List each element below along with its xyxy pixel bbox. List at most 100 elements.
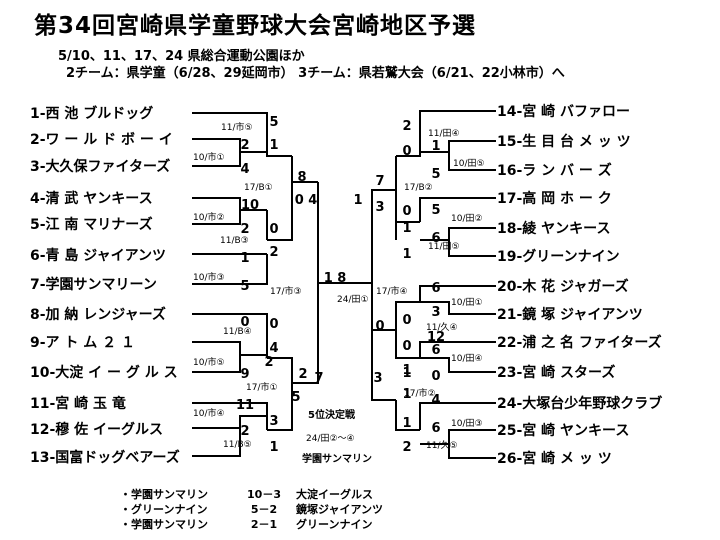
score-value: 2: [269, 245, 278, 260]
score-value: 1: [269, 440, 278, 455]
score-value: 0: [431, 369, 440, 384]
team-name: 5-江 南 マリナーズ: [30, 216, 153, 233]
score-value: 6: [431, 231, 440, 246]
bracket-line: [192, 355, 241, 373]
score-value: 0: [402, 204, 411, 219]
score-value: 11: [236, 398, 254, 413]
match-notes: 11/市⑤10/市①17/B①10/市②11/B③10/市③17/市③11/B④…: [193, 121, 485, 451]
bracket-line: [420, 227, 496, 241]
score-value: 6: [431, 343, 440, 358]
fifth-place-team: 学園サンマリン: [302, 452, 372, 465]
team-name: 13-国富ドッグベアーズ: [30, 449, 180, 466]
score-value: 0: [402, 313, 411, 328]
match-note: 10/田④: [451, 353, 483, 364]
advance-line: 2チーム：県学童（6/28、29延岡市） 3チーム：県若鷲大会（6/21、22小…: [66, 66, 565, 81]
match-note: 11/久④: [426, 321, 458, 333]
bracket-line: [192, 313, 268, 358]
team-name: 10-大淀 イ ー グ ル ス: [30, 364, 178, 381]
score-value: 2: [402, 119, 411, 134]
score-value: 1: [402, 363, 411, 378]
match-note: 10/市④: [193, 407, 225, 419]
bracket-line: [192, 254, 268, 285]
bracket-line: [192, 341, 267, 356]
score-value: 10: [241, 198, 259, 213]
score-value: 3: [431, 305, 440, 320]
team-name: 19-グリーンナイン: [497, 248, 620, 265]
team-name: 23-宮 崎 スターズ: [497, 364, 615, 381]
score-value: 5: [431, 167, 440, 182]
match-note: 10/田①: [451, 297, 483, 308]
score-value: 1: [269, 138, 278, 153]
fifth-place-date: 24/田②～④: [306, 433, 355, 444]
team-name: 1-西 池 ブルドッグ: [30, 105, 153, 122]
team-name: 2-ワ ー ル ド ボ ー イ: [30, 132, 173, 148]
match-note: 11/久⑤: [426, 439, 458, 451]
team-name: 20-木 花 ジャガーズ: [497, 278, 629, 295]
bracket-line: [419, 341, 496, 358]
score-value: 0 4: [295, 193, 318, 208]
match-note: 10/市③: [193, 271, 225, 283]
team-name: 14-宮 崎 バファロー: [497, 103, 630, 120]
score-value: 1: [402, 221, 411, 236]
score-value: 9: [240, 367, 249, 382]
team-name: 22-浦 之 名 ファイターズ: [497, 334, 662, 351]
bracket-line: [192, 416, 241, 457]
match-note: 10/田⑤: [453, 158, 485, 169]
match-note: 17/市②: [404, 387, 436, 399]
bracket-line: [419, 197, 496, 222]
match-note: 10/市②: [193, 211, 225, 223]
bracket-line: [192, 402, 268, 430]
team-name: 6-青 島 ジャイアンツ: [30, 247, 166, 264]
score-value: 4: [431, 393, 440, 408]
bracket-line: [396, 110, 496, 157]
score-value: 2: [298, 367, 307, 382]
page-title: 第34回宮崎県学童野球大会宮崎地区予選: [34, 13, 477, 39]
match-note: 11/市⑤: [221, 121, 253, 133]
team-name: 8-加 納 レンジャーズ: [30, 306, 166, 323]
match-note: 11/B③: [220, 236, 249, 246]
team-name: 24-大塚台少年野球クラブ: [497, 395, 662, 412]
fifth-place-title: 5位決定戦: [308, 408, 356, 421]
match-note: 10/市⑤: [193, 356, 225, 368]
score-value: 1: [240, 251, 249, 266]
score-value: 1: [402, 416, 411, 431]
score-value: 0: [402, 144, 411, 159]
bracket-line: [292, 283, 319, 384]
score-value: 7: [375, 174, 384, 189]
score-value: 1: [431, 139, 440, 154]
bracket-line: [192, 210, 241, 225]
score-value: 1: [402, 247, 411, 262]
team-name: 26-宮 崎 メ ッ ツ: [497, 450, 612, 467]
score-value: 3: [375, 200, 384, 215]
bracket-line: [420, 301, 496, 315]
match-note: 10/市①: [193, 151, 225, 163]
bracket-line: [371, 156, 397, 283]
score-value: 6: [431, 281, 440, 296]
score-value: 2: [240, 222, 249, 237]
match-note: 17/B①: [244, 183, 273, 193]
bracket-line: [267, 182, 293, 241]
team-name: 16-ラ ン バ ー ズ: [497, 162, 612, 179]
bracket-line: [420, 429, 496, 445]
bracket-line: [448, 444, 496, 459]
score-value: 0: [269, 317, 278, 332]
score-value: 2: [240, 424, 249, 439]
team-name: 21-鏡 塚 ジャイアンツ: [497, 306, 643, 323]
team-name: 7-学園サンマリーン: [30, 276, 157, 293]
score-value: 4: [240, 162, 249, 177]
bracket-line: [448, 152, 496, 171]
bracket-line: [267, 383, 293, 431]
match-note: 11/B⑤: [223, 440, 252, 450]
team-name: 9-ア ト ム ２ １: [30, 335, 135, 351]
bracket-line: [448, 240, 496, 257]
bracket-line: [419, 285, 496, 302]
score-value: 0: [375, 319, 384, 334]
match-note: 17/市④: [376, 285, 408, 297]
score-value: 0: [240, 315, 249, 330]
